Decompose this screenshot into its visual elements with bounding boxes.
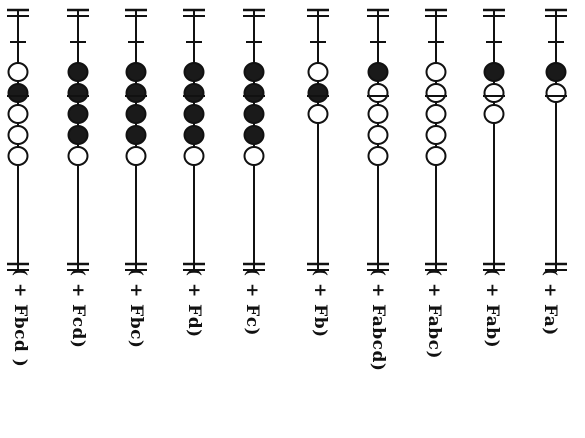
lane-label-b: ( + Fb) bbox=[310, 268, 330, 338]
lane-label-c: ( + Fc) bbox=[242, 268, 262, 337]
bead-dark bbox=[307, 83, 329, 103]
bead-light bbox=[545, 83, 567, 103]
bead-light bbox=[425, 125, 447, 145]
bead-light bbox=[367, 83, 389, 103]
lane-label-abc: ( + Fabc) bbox=[424, 268, 444, 360]
bead-light bbox=[367, 125, 389, 145]
lane-label-ab: ( + Fab) bbox=[482, 268, 502, 349]
bead-light bbox=[243, 146, 265, 166]
bead-light bbox=[483, 104, 505, 124]
bead-light bbox=[7, 125, 29, 145]
bead-dark bbox=[67, 104, 89, 124]
lane-label-cd: ( + Fcd) bbox=[68, 268, 88, 349]
lane-label-bc: ( + Fbc) bbox=[126, 268, 146, 349]
bead-dark bbox=[183, 83, 205, 103]
bead-dark bbox=[243, 125, 265, 145]
bead-light bbox=[307, 62, 329, 82]
bead-light bbox=[7, 104, 29, 124]
lane-label-d: ( + Fd) bbox=[184, 268, 204, 338]
lane-label-a: ( + Fa) bbox=[540, 268, 560, 336]
bead-dark bbox=[183, 125, 205, 145]
bead-dark bbox=[67, 125, 89, 145]
bead-light bbox=[425, 62, 447, 82]
lane-label-abcd: ( + Fabcd) bbox=[368, 268, 388, 372]
bead-light bbox=[67, 146, 89, 166]
bead-light bbox=[7, 146, 29, 166]
bead-dark bbox=[367, 62, 389, 82]
bead-dark bbox=[243, 104, 265, 124]
bead-dark bbox=[545, 62, 567, 82]
bead-dark bbox=[7, 83, 29, 103]
bead-dark bbox=[183, 62, 205, 82]
bead-light bbox=[183, 146, 205, 166]
bead-light bbox=[307, 104, 329, 124]
lane-label-bcd: ( + Fbcd ) bbox=[10, 268, 30, 368]
bead-light bbox=[125, 146, 147, 166]
bead-dark bbox=[125, 83, 147, 103]
bead-dark bbox=[125, 104, 147, 124]
bead-light bbox=[425, 146, 447, 166]
bead-light bbox=[367, 146, 389, 166]
bead-light bbox=[425, 83, 447, 103]
bead-light bbox=[367, 104, 389, 124]
bead-dark bbox=[67, 83, 89, 103]
bead-light bbox=[483, 83, 505, 103]
bead-dark bbox=[125, 125, 147, 145]
bead-dark bbox=[243, 83, 265, 103]
bead-dark bbox=[67, 62, 89, 82]
bead-light bbox=[425, 104, 447, 124]
bead-dark bbox=[125, 62, 147, 82]
bead-dark bbox=[243, 62, 265, 82]
bead-dark bbox=[483, 62, 505, 82]
bead-dark bbox=[183, 104, 205, 124]
bead-light bbox=[7, 62, 29, 82]
